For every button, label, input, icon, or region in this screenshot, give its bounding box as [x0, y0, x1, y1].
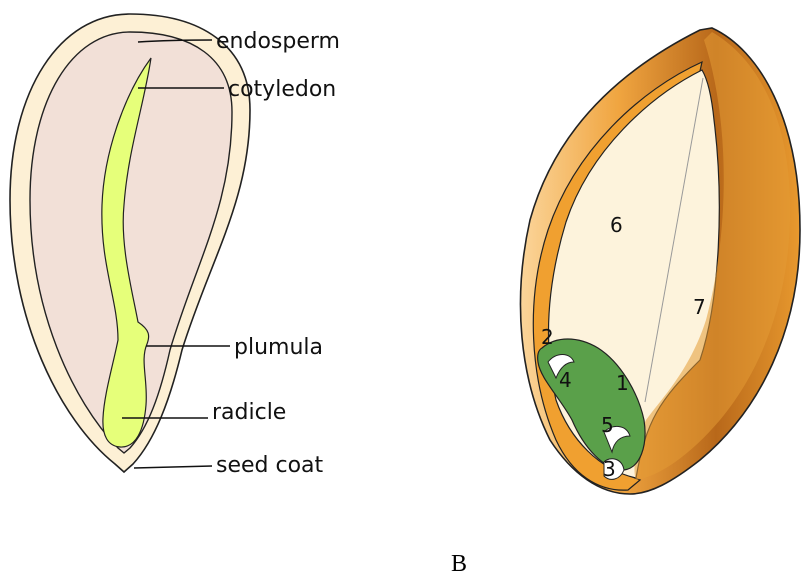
number-4: 4: [559, 368, 572, 392]
grain-cutaway-right: 6 7 2 4 1 5 3: [520, 28, 800, 494]
seed-section-left: endosperm cotyledon plumula radicle seed…: [10, 14, 340, 478]
seed-coat-label: seed coat: [216, 453, 324, 478]
figure-caption: B: [451, 551, 467, 573]
endosperm-label: endosperm: [216, 29, 340, 54]
number-6: 6: [610, 213, 623, 237]
plumula-label: plumula: [234, 335, 323, 360]
radicle-label: radicle: [212, 400, 286, 425]
number-2: 2: [541, 325, 554, 349]
number-1: 1: [616, 371, 629, 395]
cotyledon-label: cotyledon: [228, 77, 336, 102]
number-3: 3: [603, 457, 616, 481]
number-7: 7: [693, 295, 706, 319]
number-5: 5: [601, 413, 614, 437]
seed-coat-leader: [134, 466, 212, 468]
